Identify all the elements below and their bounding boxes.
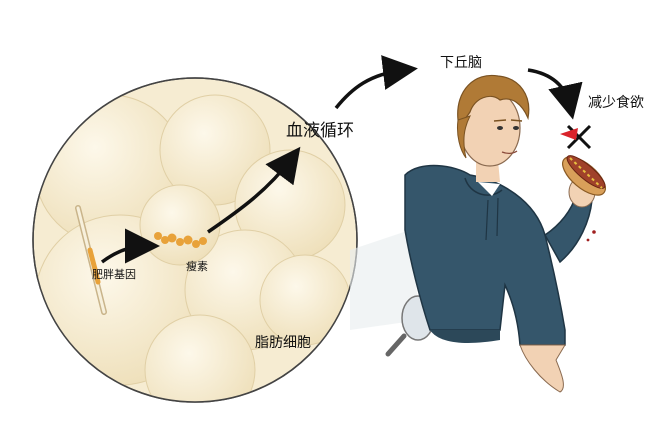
magnifier-beam <box>350 230 435 357</box>
gene-strand <box>75 205 107 315</box>
label-fat-cells: 脂肪细胞 <box>255 335 311 351</box>
label-hypothalamus: 下丘脑 <box>440 55 482 71</box>
cross-icon <box>560 124 592 150</box>
arrow-gene-to-leptin <box>100 228 160 264</box>
label-blood-circulation: 血液循环 <box>286 121 354 141</box>
hotdog-icon <box>562 155 606 242</box>
label-reduce-appetite: 减少食欲 <box>588 95 644 111</box>
hoodie <box>404 164 566 346</box>
arrow-leptin-to-blood <box>207 146 301 234</box>
label-obesity-gene: 肥胖基因 <box>92 268 136 281</box>
arrow-hypothalamus-to-appetite <box>527 68 583 120</box>
person-illustration <box>404 74 596 393</box>
leptin-molecules <box>154 232 207 248</box>
arrow-blood-to-hypothalamus <box>334 55 418 110</box>
fat-cell-cluster <box>34 94 351 402</box>
label-leptin: 瘦素 <box>186 260 208 273</box>
